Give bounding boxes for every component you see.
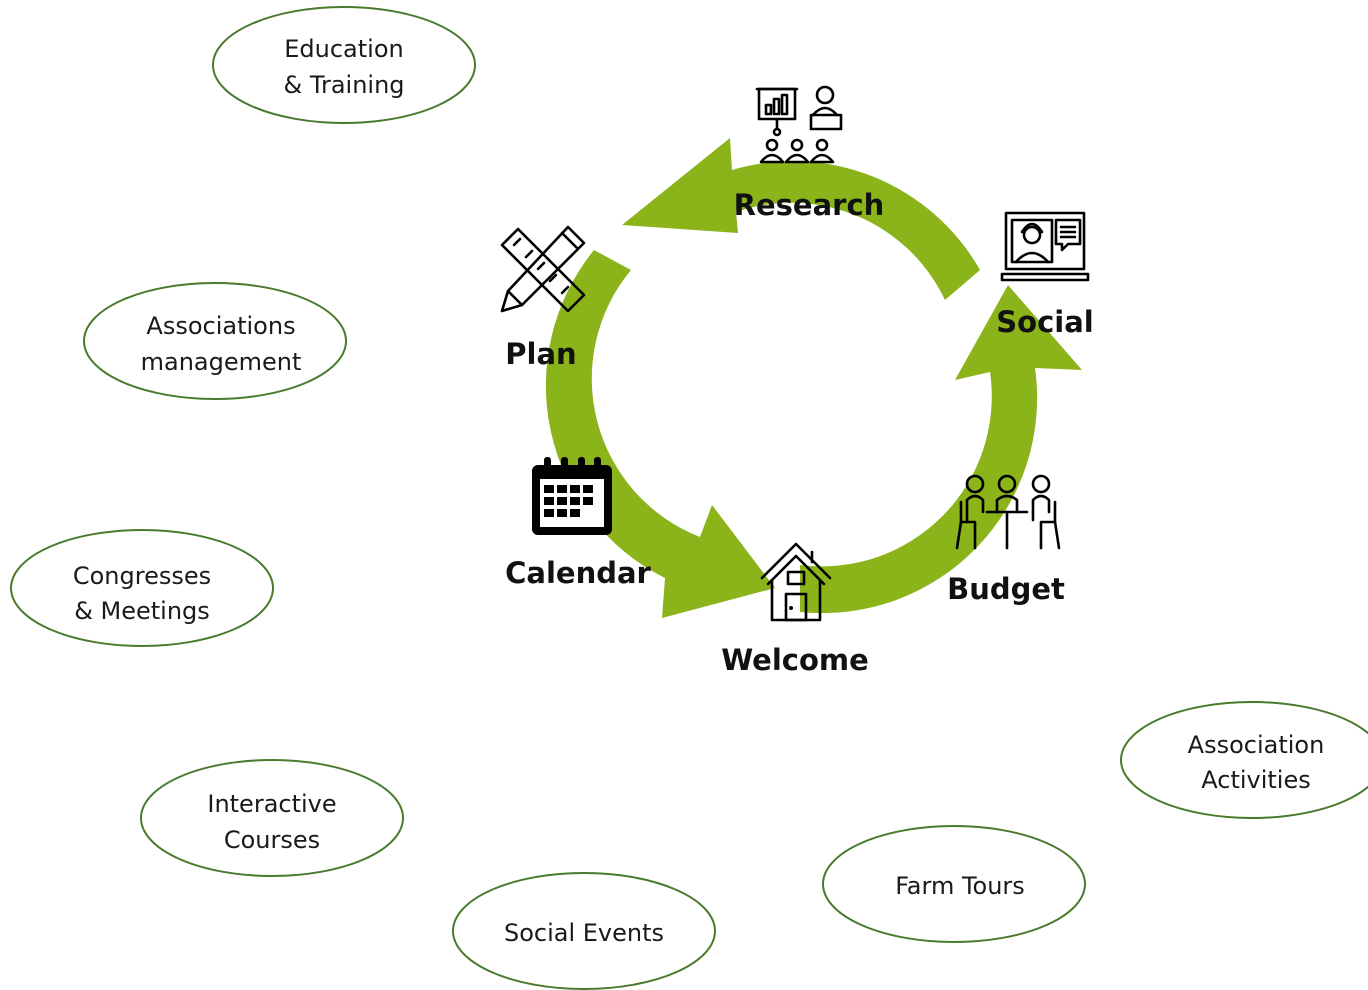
- video-call-laptop-icon: [1000, 211, 1090, 282]
- house-icon: [760, 542, 832, 622]
- service-label: Social Events: [504, 919, 664, 947]
- presentation-audience-icon: [755, 85, 843, 164]
- step-label-welcome: Welcome: [721, 643, 869, 677]
- service-label: Education: [284, 35, 403, 63]
- service-label: Associations: [146, 312, 295, 340]
- arrow-welcome-to-social: [800, 285, 1082, 614]
- service-label: Farm Tours: [895, 872, 1025, 900]
- service-bubble-farm-tours: Farm Tours: [822, 825, 1086, 943]
- service-label: & Training: [283, 71, 404, 99]
- pencil-ruler-icon: [500, 225, 586, 313]
- step-label-budget: Budget: [947, 572, 1065, 606]
- service-bubble-associations-management: Associations management: [83, 282, 347, 400]
- service-bubble-social-events: Social Events: [452, 872, 716, 990]
- arrow-research-to-plan: [622, 138, 980, 300]
- service-label: Interactive: [207, 790, 336, 818]
- step-label-social: Social: [996, 305, 1093, 339]
- service-label: Activities: [1201, 766, 1311, 794]
- service-label: & Meetings: [74, 597, 210, 625]
- calendar-icon: [532, 457, 612, 535]
- cycle-step-labels: Research Social Budget Welcome Calendar …: [505, 188, 1094, 677]
- service-label: management: [141, 348, 302, 376]
- service-bubble-congresses: Congresses & Meetings: [10, 529, 274, 647]
- step-label-research: Research: [734, 188, 885, 222]
- service-bubbles: Education & Training Associations manage…: [10, 6, 1368, 990]
- step-label-calendar: Calendar: [505, 556, 651, 590]
- service-bubble-education: Education & Training: [212, 6, 476, 124]
- meeting-table-icon: [955, 474, 1061, 550]
- service-label: Association: [1188, 731, 1325, 759]
- step-label-plan: Plan: [505, 337, 576, 371]
- service-bubble-interactive-courses: Interactive Courses: [140, 759, 404, 877]
- service-label: Courses: [224, 826, 320, 854]
- service-label: Congresses: [73, 562, 211, 590]
- service-bubble-association-activities: Association Activities: [1120, 701, 1368, 819]
